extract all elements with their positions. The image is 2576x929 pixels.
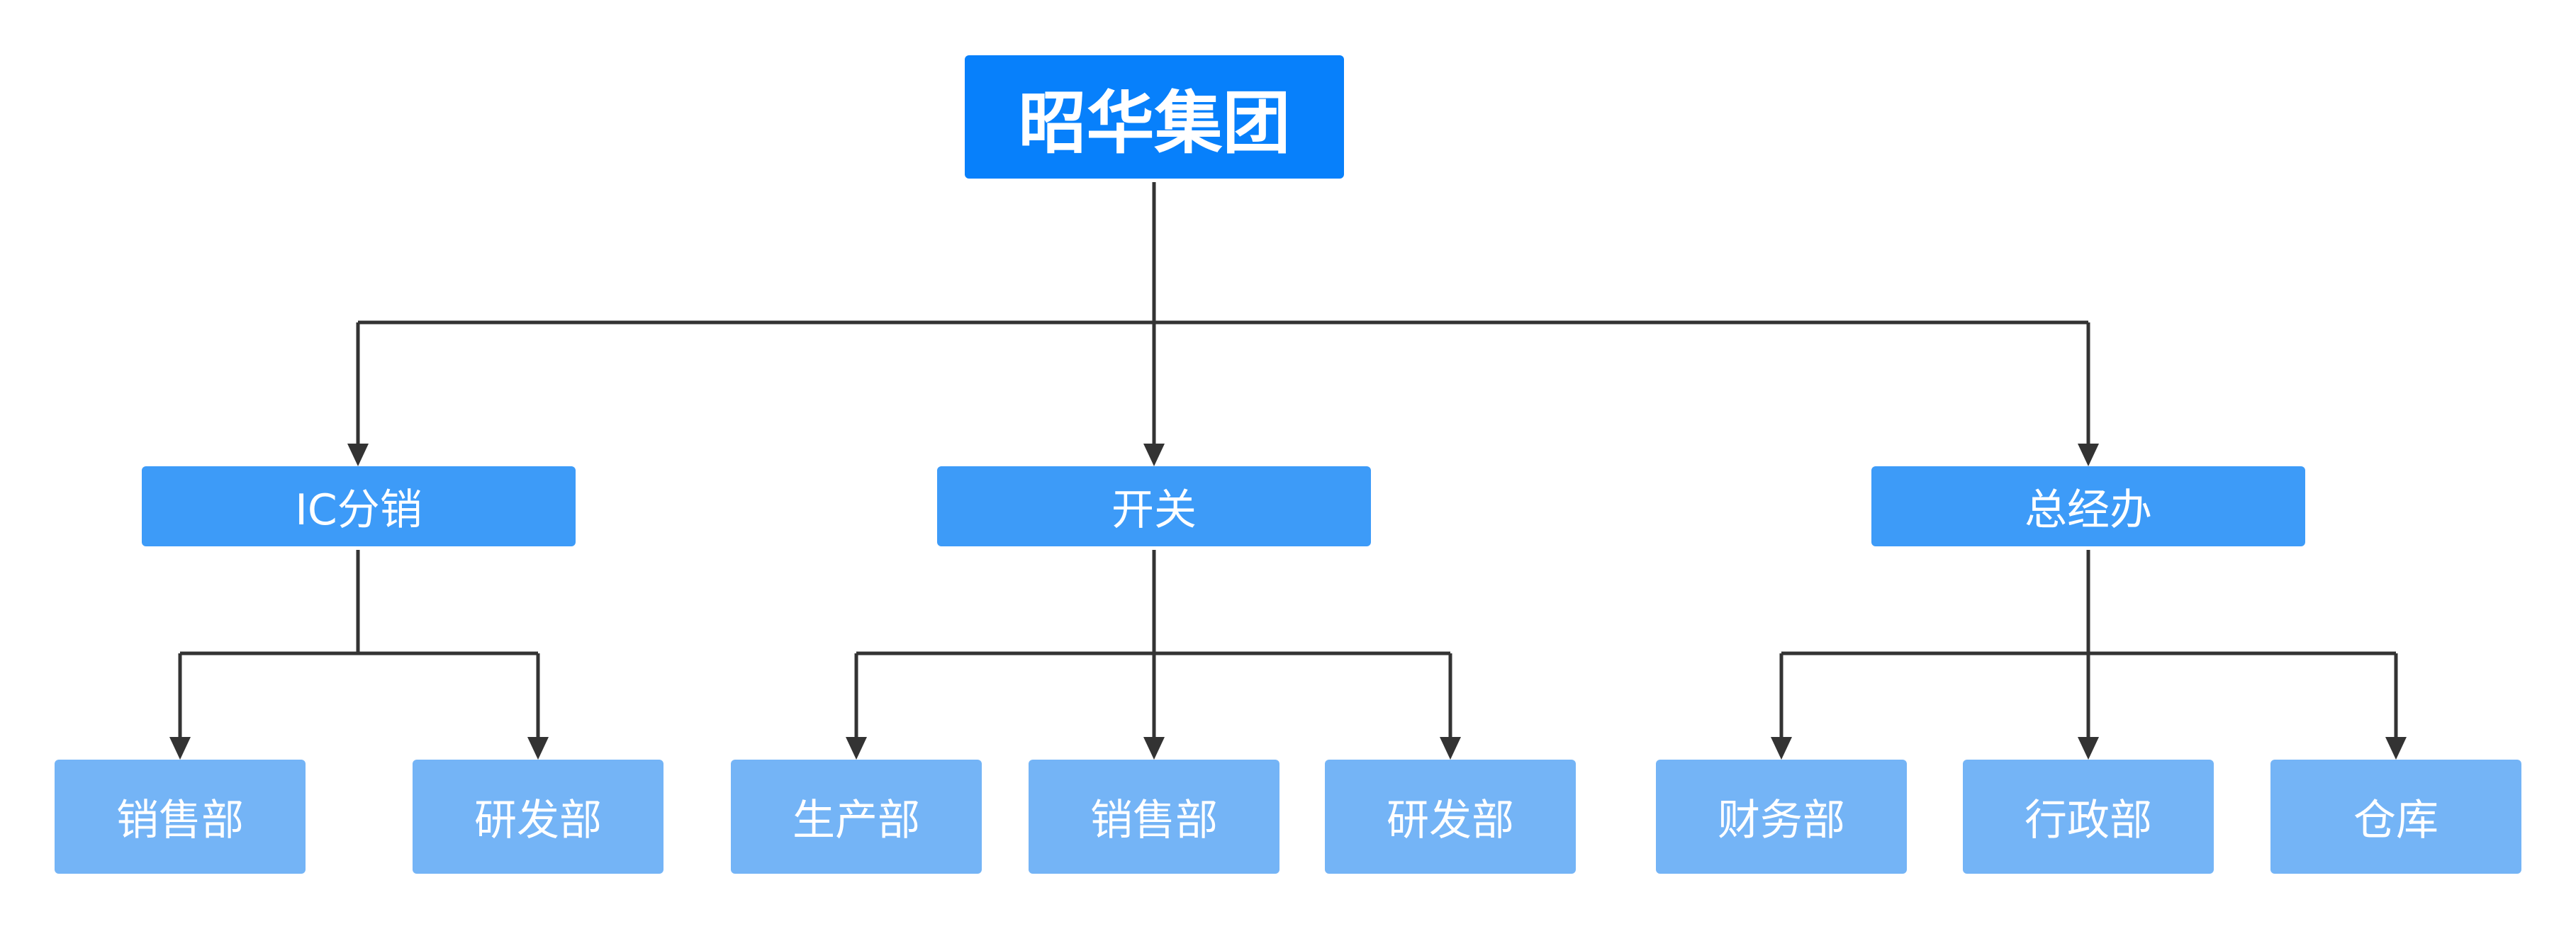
node-department-label: 销售部 [1090,796,1218,845]
arrowhead [2078,737,2099,760]
arrowhead [169,737,191,760]
node-department-label: 仓库 [2353,796,2438,845]
arrowhead [2078,444,2099,466]
node-department-label: 研发部 [474,796,602,845]
arrowhead [1143,737,1165,760]
node-department: 销售部 [1029,760,1279,874]
node-department-label: 研发部 [1387,796,1514,845]
arrowhead [347,444,369,466]
node-department: 销售部 [55,760,306,874]
arrowhead [846,737,867,760]
arrowhead [1771,737,1792,760]
node-department: 生产部 [731,760,982,874]
arrowhead [1440,737,1461,760]
arrowhead [1143,444,1165,466]
node-division-label: 开关 [1111,485,1197,535]
node-department: 研发部 [1325,760,1576,874]
node-department-label: 生产部 [793,796,920,845]
node-department-label: 财务部 [1718,796,1845,845]
node-department: 财务部 [1656,760,1907,874]
node-division-office: 总经办 [1871,466,2305,546]
node-department: 行政部 [1963,760,2214,874]
node-root: 昭华集团 [965,55,1344,179]
node-division-ic: IC分销 [142,466,576,546]
node-department-label: 销售部 [116,796,244,845]
node-division-label: 总经办 [2025,485,2152,535]
arrowhead [2385,737,2407,760]
node-department: 研发部 [413,760,663,874]
node-division-switch: 开关 [937,466,1371,546]
node-department-label: 行政部 [2025,796,2152,845]
node-department: 仓库 [2270,760,2521,874]
node-division-label: IC分销 [295,485,422,535]
arrowhead [527,737,549,760]
node-root-label: 昭华集团 [1018,83,1291,163]
